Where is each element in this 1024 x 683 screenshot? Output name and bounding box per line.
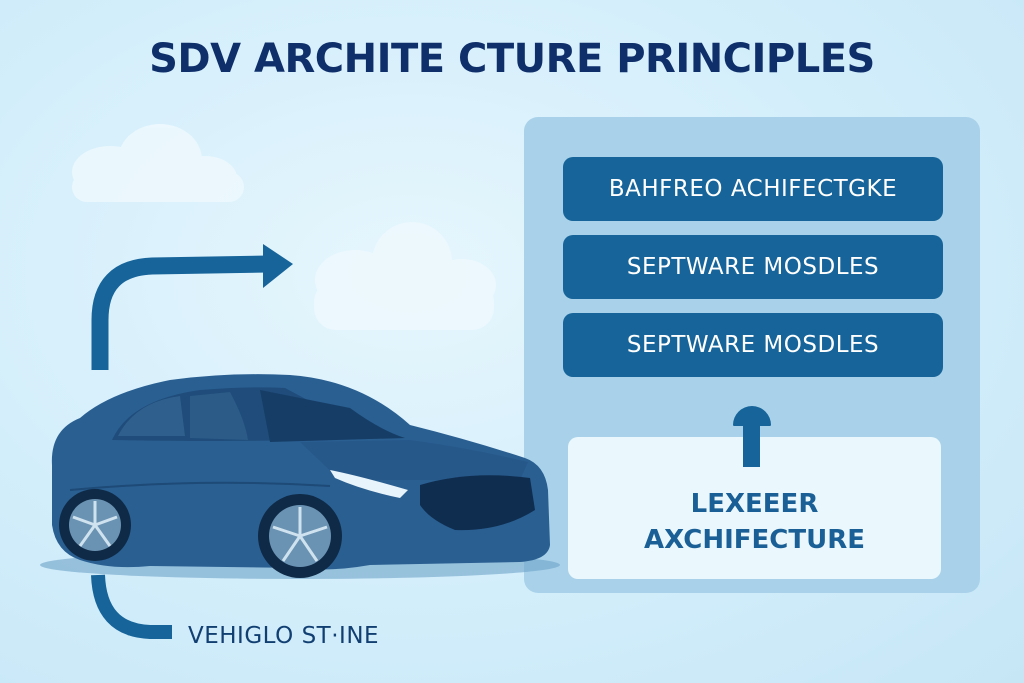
hook-line-icon: [91, 574, 172, 639]
base-architecture-box: LEXEEER AXCHIFECTURE: [568, 437, 941, 579]
architecture-module-1: BAHFREO ACHIFECTGKE: [563, 157, 943, 221]
architecture-module-3: SEPTWARE MOSDLES: [563, 313, 943, 377]
architecture-module-2: SEPTWARE MOSDLES: [563, 235, 943, 299]
base-label-line2: AXCHIFECTURE: [644, 525, 865, 555]
module-label: SEPTWARE MOSDLES: [626, 332, 880, 358]
curved-arrow-icon: [91, 244, 293, 370]
module-label: BAHFREO ACHIFECTGKE: [608, 176, 898, 202]
vehicle-label: VEHIGLO ST·INE: [188, 623, 380, 649]
base-label-line1: LEXEEER: [690, 489, 819, 519]
page-title: SDV ARCHITE CTURE PRINCIPLES: [149, 36, 875, 82]
car-icon: [40, 374, 560, 579]
up-arrow-icon: [733, 406, 771, 467]
module-label: SEPTWARE MOSDLES: [626, 254, 880, 280]
